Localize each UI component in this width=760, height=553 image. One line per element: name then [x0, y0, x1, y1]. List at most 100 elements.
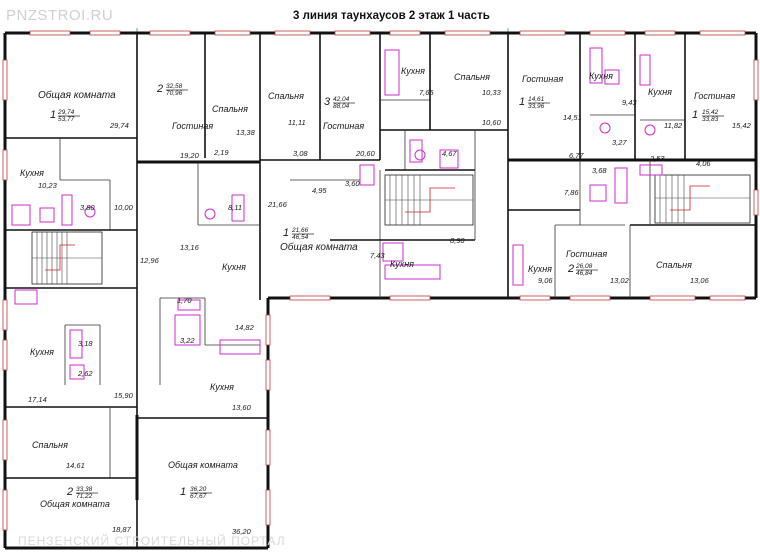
room-area: 20,60 — [355, 149, 376, 158]
plan-title: 3 линия таунхаусов 2 этаж 1 часть — [293, 10, 490, 22]
svg-text:14,61: 14,61 — [528, 96, 545, 103]
apartment-1-center: 1 14,61 33,96 — [519, 96, 550, 110]
room-area: 15,42 — [732, 121, 752, 130]
apartment-1-bottom: 1 36,20 67,67 — [180, 486, 212, 500]
interior-walls — [5, 33, 756, 548]
room-name: Кухня — [648, 87, 672, 97]
svg-text:33,38: 33,38 — [76, 486, 93, 493]
room-name: Гостиная — [566, 249, 607, 259]
room-area: 11,11 — [288, 118, 306, 127]
svg-text:36,20: 36,20 — [190, 486, 207, 493]
room-area: 9,06 — [538, 276, 553, 285]
apartment-2-top: 2 32,58 70,96 — [156, 83, 188, 97]
room-area: 11,82 — [664, 121, 683, 130]
room-name: Спальня — [268, 91, 304, 101]
room-area: 10,23 — [38, 181, 58, 190]
room-area: 29,74 — [109, 121, 129, 130]
svg-text:1: 1 — [180, 486, 186, 498]
room-name: Общая комната — [38, 89, 116, 101]
svg-text:88,04: 88,04 — [333, 103, 350, 110]
room-area: 7,65 — [419, 88, 434, 97]
room-area: 8,11 — [228, 203, 242, 212]
room-area: 10,60 — [482, 118, 502, 127]
room-area: 18,87 — [112, 525, 132, 534]
room-area: 7,86 — [564, 188, 579, 197]
svg-text:46,84: 46,84 — [576, 270, 593, 277]
room-area: 4,95 — [312, 186, 327, 195]
room-name: Гостиная — [172, 121, 213, 131]
room-areas: 29,74 19,20 2,19 13,38 11,11 3,08 20,60 … — [28, 88, 752, 536]
brand-watermark: PNZSTROI.RU — [6, 7, 113, 24]
room-area: 10,00 — [114, 203, 134, 212]
room-name: Кухня — [20, 168, 44, 178]
room-area: 1,70 — [177, 296, 192, 305]
room-area: 13,06 — [690, 276, 710, 285]
svg-text:1: 1 — [283, 227, 289, 239]
svg-text:2: 2 — [567, 263, 574, 275]
svg-text:26,08: 26,08 — [575, 263, 593, 270]
room-area: 13,38 — [236, 128, 256, 137]
room-name: Кухня — [528, 264, 552, 274]
svg-text:46,54: 46,54 — [292, 234, 309, 241]
room-area: 3,68 — [592, 166, 607, 175]
apartment-3-top: 3 42,04 88,04 — [324, 96, 355, 110]
room-area: 2,62 — [77, 369, 93, 378]
apartment-2-mid: 2 26,08 46,84 — [567, 263, 598, 277]
room-name: Спальня — [212, 104, 248, 114]
svg-text:2: 2 — [66, 486, 73, 498]
room-area: 4,67 — [442, 149, 457, 158]
room-area: 13,02 — [610, 276, 630, 285]
svg-text:33,96: 33,96 — [528, 103, 545, 110]
room-area: 7,43 — [370, 251, 385, 260]
room-names: Общая комната Гостиная Спальня Спальня Г… — [20, 66, 735, 509]
windows — [2, 30, 759, 531]
room-name: Кухня — [390, 259, 414, 269]
room-area: 3,60 — [345, 179, 360, 188]
svg-text:2: 2 — [156, 83, 163, 95]
room-area: 3,27 — [612, 138, 627, 147]
room-name: Спальня — [32, 440, 68, 450]
room-area: 13,60 — [232, 403, 252, 412]
room-area: 8,90 — [450, 236, 465, 245]
svg-text:21,66: 21,66 — [291, 227, 309, 234]
room-name: Кухня — [401, 66, 425, 76]
room-area: 3,18 — [78, 339, 93, 348]
room-area: 14,82 — [235, 323, 255, 332]
svg-text:53,77: 53,77 — [58, 116, 75, 123]
room-area: 3,80 — [80, 203, 95, 212]
room-area: 13,16 — [180, 243, 200, 252]
svg-text:42,04: 42,04 — [333, 96, 350, 103]
room-name: Гостиная — [522, 74, 563, 84]
svg-text:1: 1 — [519, 96, 525, 108]
room-area: 3,08 — [293, 149, 308, 158]
apartment-1-right: 1 15,42 33,83 — [692, 109, 724, 123]
apartment-2-bottom: 2 33,38 71,22 — [66, 486, 98, 500]
svg-text:15,42: 15,42 — [702, 109, 719, 116]
room-area: 17,14 — [28, 395, 47, 404]
svg-text:1: 1 — [50, 109, 56, 121]
room-area: 14,61 — [66, 461, 85, 470]
room-area: 2,53 — [649, 154, 665, 163]
room-name: Спальня — [454, 72, 490, 82]
footer-watermark: ПЕНЗЕНСКИЙ СТРОИТЕЛЬНЫЙ ПОРТАЛ — [18, 533, 286, 548]
room-name: Кухня — [222, 262, 246, 272]
room-name: Общая комната — [168, 460, 238, 470]
room-area: 10,33 — [482, 88, 502, 97]
svg-text:1: 1 — [692, 109, 698, 121]
room-area: 14,51 — [563, 113, 582, 122]
room-name: Общая комната — [40, 499, 110, 509]
room-name: Гостиная — [323, 121, 364, 131]
room-area: 4,06 — [696, 159, 711, 168]
apartment-1-mid: 1 21,66 46,54 — [283, 227, 314, 241]
room-area: 6,77 — [569, 151, 584, 160]
apartment-labels: 1 29,74 53,77 2 32,58 70,96 3 42,04 88,0… — [50, 83, 724, 500]
room-area: 9,43 — [622, 98, 637, 107]
room-name: Кухня — [30, 347, 54, 357]
room-area: 12,96 — [140, 256, 160, 265]
svg-text:67,67: 67,67 — [190, 493, 207, 500]
room-name: Кухня — [589, 71, 613, 81]
fixtures — [11, 47, 663, 380]
svg-text:3: 3 — [324, 96, 331, 108]
svg-text:29,74: 29,74 — [57, 109, 75, 116]
